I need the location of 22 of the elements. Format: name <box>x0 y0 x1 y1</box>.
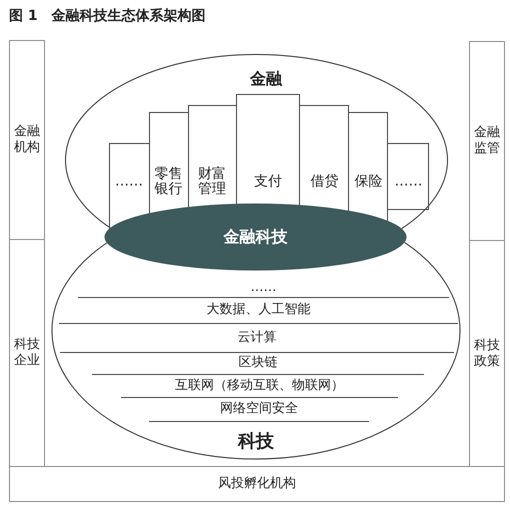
layer-band: 网络空间安全 <box>149 397 369 422</box>
layer-band: 区块链 <box>92 352 424 375</box>
pillar: …… <box>388 143 429 210</box>
layer-band: …… <box>78 278 449 298</box>
ellipse: 金融科技 <box>104 203 407 271</box>
layer-band: 大数据、人工智能 <box>59 297 458 324</box>
label-box: 风投孵化机构 <box>9 466 505 502</box>
figure-title: 图 1 金融科技生态体系架构图 <box>9 7 206 25</box>
label-box: 金融机构 <box>9 40 45 240</box>
label-box: 科技政策 <box>469 240 505 467</box>
layer-band: 互联网（移动互联、物联网） <box>121 374 398 398</box>
label-box: 金融监管 <box>469 41 505 241</box>
layer-band: 云计算 <box>60 323 454 353</box>
pillar: …… <box>109 143 149 229</box>
pillar: 零售银行 <box>149 112 188 214</box>
heading: 金融 <box>250 69 282 89</box>
pillar: 借贷 <box>300 105 349 212</box>
pillar: 保险 <box>349 112 388 222</box>
heading: 科技 <box>238 432 274 452</box>
pillar: 财富管理 <box>188 105 236 208</box>
label-box: 科技企业 <box>9 239 45 467</box>
pillar: 支付 <box>236 94 300 206</box>
